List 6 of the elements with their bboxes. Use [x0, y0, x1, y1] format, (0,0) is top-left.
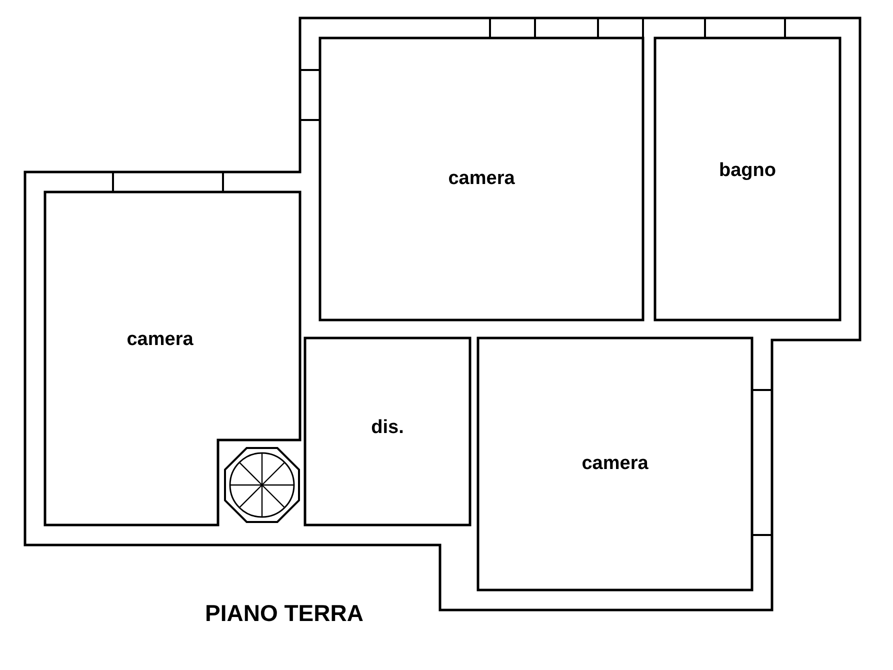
plan-title: PIANO TERRA — [205, 600, 364, 627]
room-label: dis. — [371, 417, 404, 439]
room-label: camera — [448, 168, 515, 190]
room-label: bagno — [719, 160, 776, 182]
room-label: camera — [582, 453, 648, 475]
room-label: camera — [126, 329, 194, 351]
